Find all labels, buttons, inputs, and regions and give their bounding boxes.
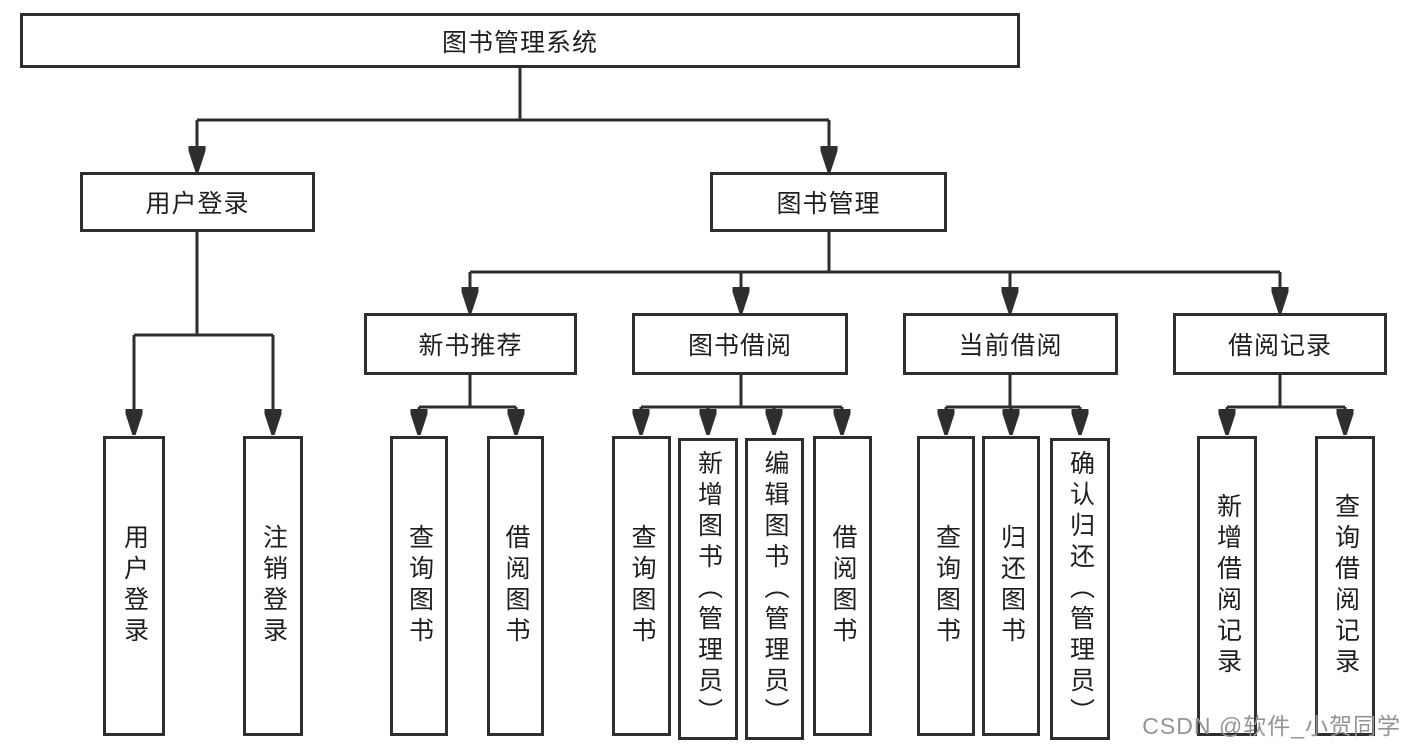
node-label: 确认归还（管理员） [1066, 449, 1095, 729]
leaf-query-books-1: 查询图书 [390, 436, 448, 736]
leaf-query-books-3: 查询图书 [917, 436, 975, 736]
node-label: 查询图书 [405, 524, 434, 648]
node-current-borrow: 当前借阅 [903, 313, 1118, 375]
leaf-add-borrow-record: 新增借阅记录 [1197, 436, 1257, 736]
node-label: 归还图书 [997, 524, 1026, 648]
node-library-system-root: 图书管理系统 [20, 13, 1020, 68]
node-user-login: 用户登录 [80, 172, 315, 232]
leaf-borrow-books-1: 借阅图书 [487, 436, 544, 736]
node-borrow-records: 借阅记录 [1173, 313, 1387, 375]
node-label: 注销登录 [259, 524, 288, 648]
node-label: 借阅图书 [829, 524, 857, 648]
node-label: 借阅记录 [1227, 332, 1332, 360]
node-label: 新书推荐 [418, 332, 523, 360]
node-label: 新增借阅记录 [1213, 493, 1242, 679]
node-new-book-recommend: 新书推荐 [364, 313, 577, 375]
node-label: 查询借阅记录 [1331, 493, 1360, 679]
leaf-edit-book-admin: 编辑图书（管理员） [745, 438, 804, 740]
leaf-borrow-books-2: 借阅图书 [813, 436, 872, 736]
node-label: 当前借阅 [958, 332, 1063, 360]
node-label: 查询图书 [628, 524, 656, 648]
node-label: 用户登录 [145, 190, 250, 218]
leaf-return-book: 归还图书 [982, 436, 1040, 736]
node-label: 图书管理 [776, 190, 881, 218]
node-label: 图书管理系统 [441, 28, 598, 57]
node-book-borrow: 图书借阅 [632, 313, 848, 375]
node-label: 新增图书（管理员） [694, 449, 723, 729]
csdn-watermark: CSDN @软件_小贺同学 [1142, 713, 1401, 739]
node-label: 编辑图书（管理员） [761, 449, 789, 729]
leaf-logout: 注销登录 [243, 436, 303, 736]
leaf-add-book-admin: 新增图书（管理员） [678, 438, 738, 740]
leaf-user-login: 用户登录 [103, 436, 165, 736]
node-label: 用户登录 [120, 524, 149, 648]
leaf-query-books-2: 查询图书 [612, 436, 671, 736]
node-label: 图书借阅 [687, 332, 792, 360]
node-book-management: 图书管理 [710, 172, 947, 232]
node-label: 借阅图书 [502, 524, 530, 648]
leaf-query-borrow-record: 查询借阅记录 [1315, 436, 1375, 736]
leaf-confirm-return-admin: 确认归还（管理员） [1050, 438, 1110, 740]
node-label: 查询图书 [932, 524, 961, 648]
